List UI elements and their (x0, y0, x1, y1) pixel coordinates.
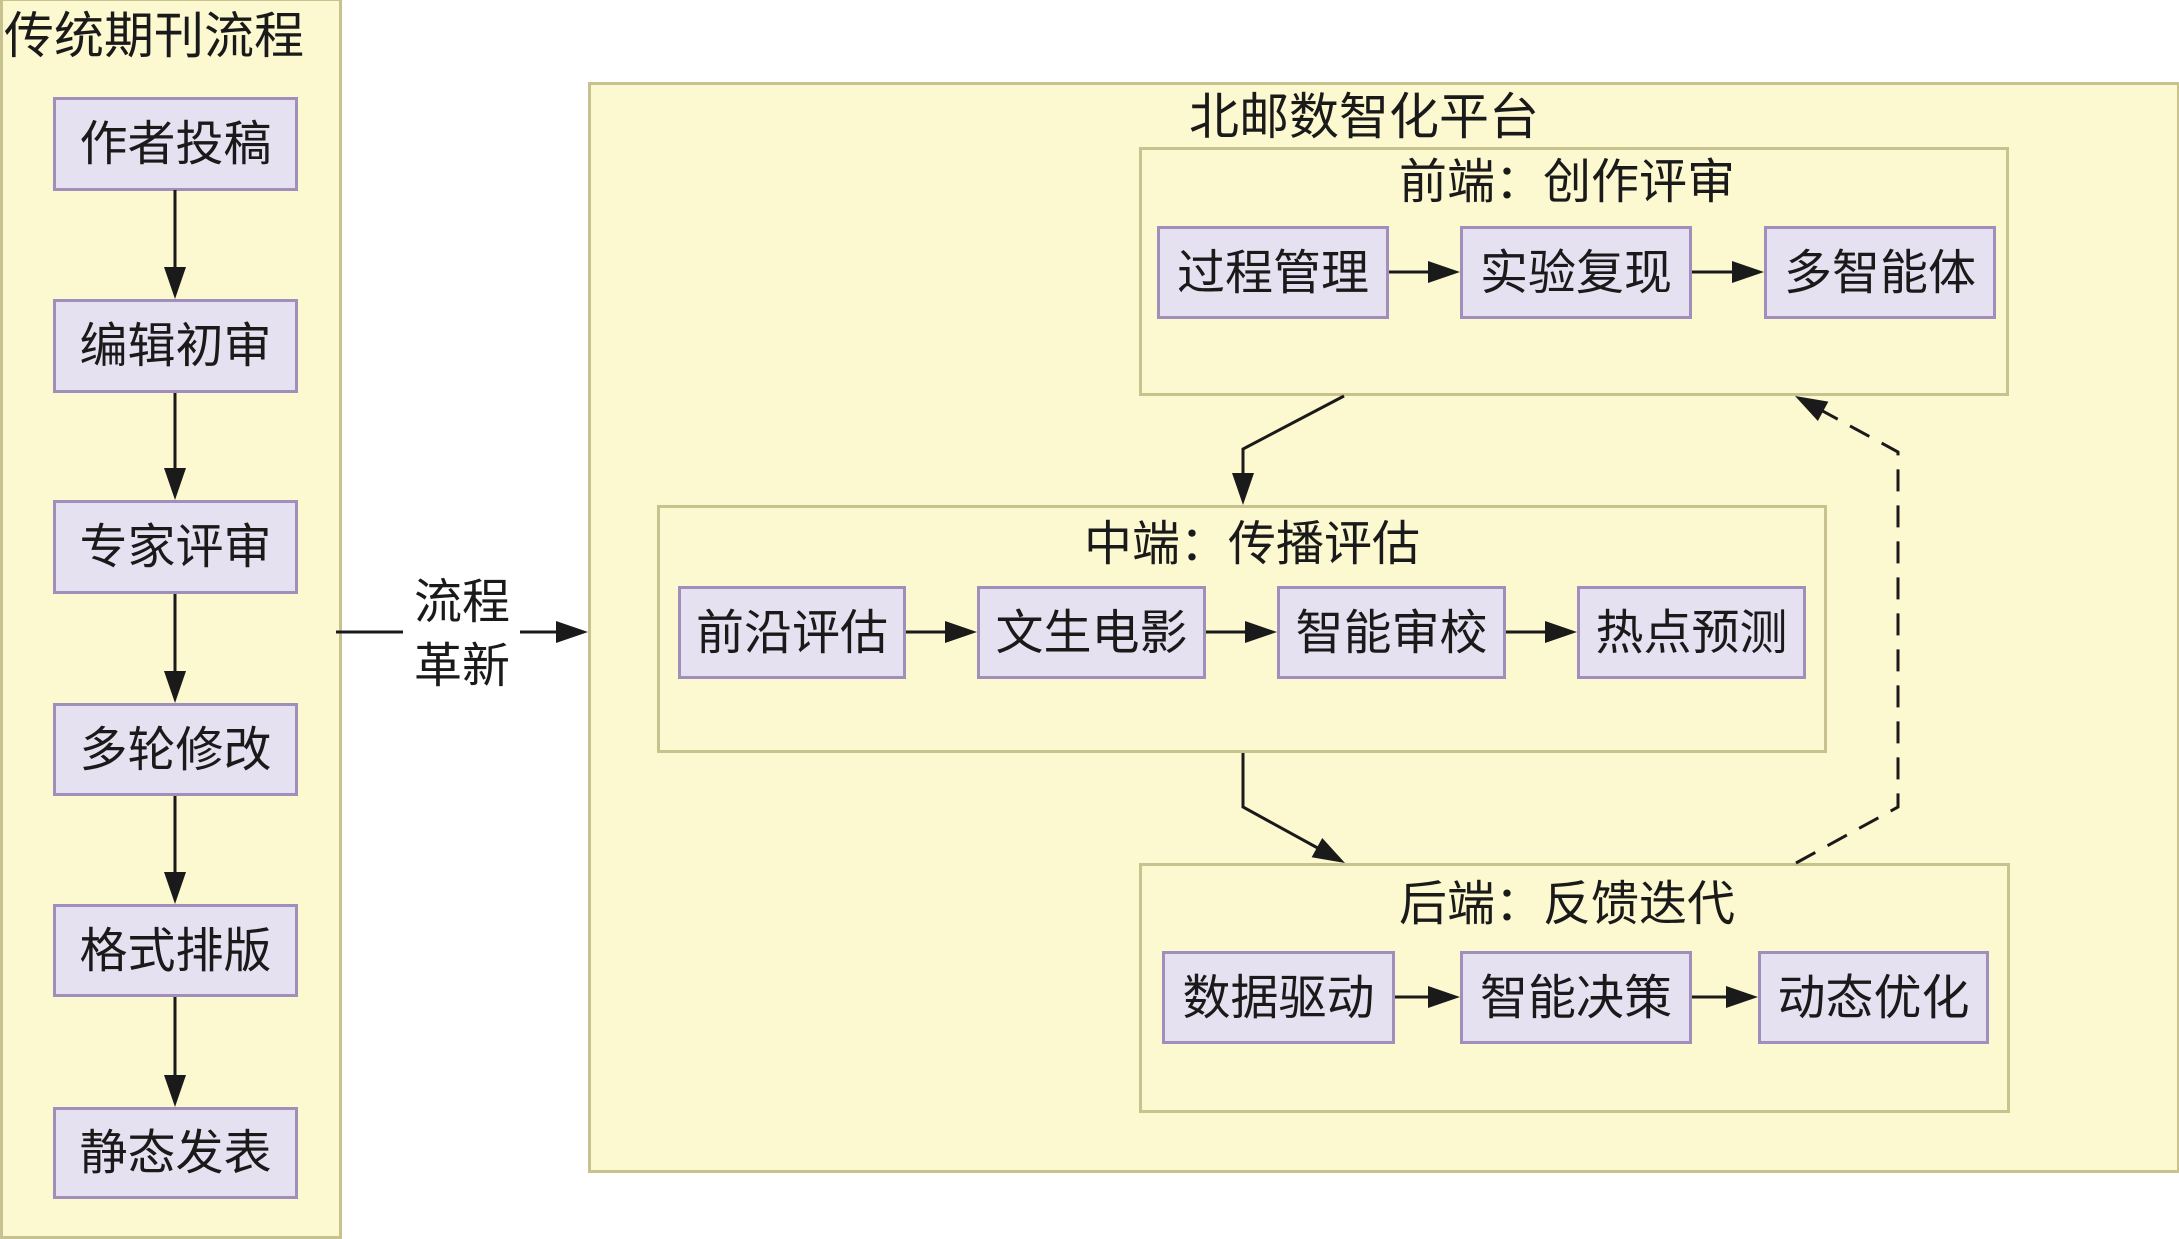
step-editor-initial-review[interactable]: 编辑初审 (53, 299, 298, 393)
transition-label: 流程 革新 (402, 570, 522, 698)
middle-step-text-to-film[interactable]: 文生电影 (977, 586, 1206, 679)
transition-label-line1: 流程 (413, 574, 510, 630)
step-multi-round-revision[interactable]: 多轮修改 (53, 703, 298, 796)
middle-step-frontier-evaluation[interactable]: 前沿评估 (678, 586, 906, 679)
step-formatting[interactable]: 格式排版 (53, 904, 298, 997)
traditional-process-title: 传统期刊流程 (4, 7, 304, 65)
back-end-title: 后端：反馈迭代 (1398, 876, 1736, 932)
step-author-submission[interactable]: 作者投稿 (53, 97, 298, 191)
step-expert-review[interactable]: 专家评审 (53, 500, 298, 594)
front-end-title: 前端：创作评审 (1398, 154, 1736, 210)
middle-step-intelligent-proofreading[interactable]: 智能审校 (1277, 586, 1506, 679)
back-step-data-driven[interactable]: 数据驱动 (1162, 951, 1395, 1044)
back-step-dynamic-optimization[interactable]: 动态优化 (1758, 951, 1989, 1044)
middle-step-hotspot-prediction[interactable]: 热点预测 (1577, 586, 1806, 679)
front-step-experiment-reproduction[interactable]: 实验复现 (1460, 226, 1692, 319)
transition-arrow-arrowhead (556, 621, 588, 643)
middle-end-title: 中端：传播评估 (1083, 516, 1421, 572)
transition-label-line2: 革新 (413, 638, 510, 694)
platform-title: 北邮数智化平台 (1189, 88, 1539, 146)
step-static-publication[interactable]: 静态发表 (53, 1107, 298, 1199)
back-step-intelligent-decision[interactable]: 智能决策 (1460, 951, 1692, 1044)
front-step-process-management[interactable]: 过程管理 (1157, 226, 1389, 319)
front-step-multi-agent[interactable]: 多智能体 (1764, 226, 1996, 319)
traditional-process-panel (0, 0, 342, 1239)
